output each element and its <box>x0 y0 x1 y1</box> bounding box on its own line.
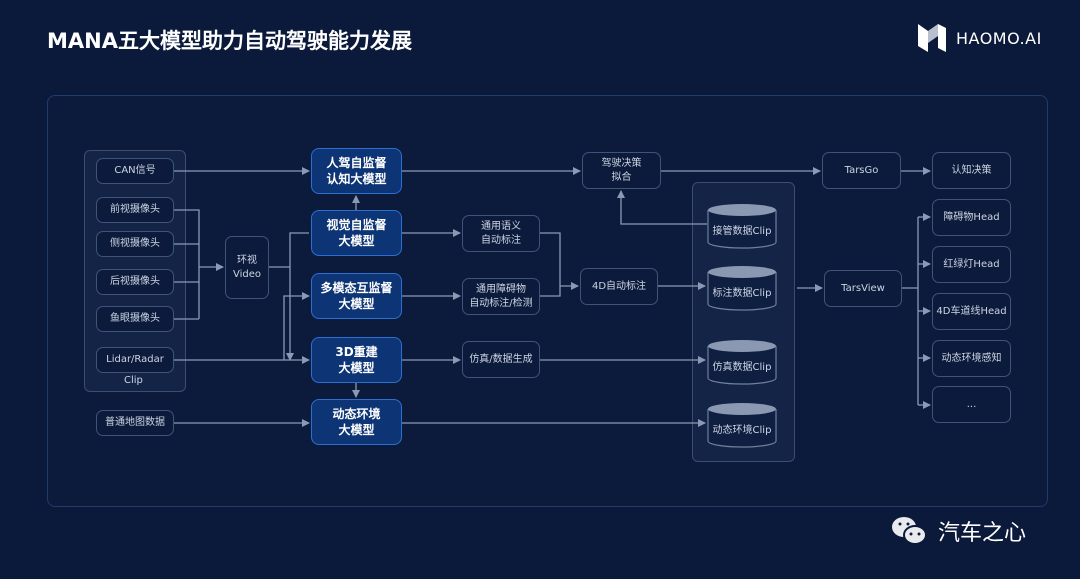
head-traffic-light: 红绿灯Head <box>932 246 1011 283</box>
decision-fit-node: 驾驶决策 拟合 <box>582 152 661 189</box>
edge-takeover-to-fit <box>617 190 707 225</box>
lidar-radar-node: Lidar/Radar <box>96 347 174 373</box>
watermark-text: 汽车之心 <box>938 521 1027 546</box>
model-vision-self-supervised: 视觉自监督 大模型 <box>311 210 402 256</box>
model-multimodal-supervised: 多模态互监督 大模型 <box>311 273 402 319</box>
edge-tarsview-to-heads <box>902 217 919 405</box>
database-icon <box>707 340 777 385</box>
can-signal-node: CAN信号 <box>96 158 174 184</box>
model-human-driving-cognition: 人驾自监督 认知大模型 <box>311 148 402 194</box>
surround-video-node: 环视 Video <box>225 236 269 299</box>
watermark: 汽车之心 <box>890 515 1026 547</box>
page-title: MANA五大模型助力自动驾驶能力发展 <box>47 29 412 53</box>
semantic-autolabel-node: 通用语义 自动标注 <box>462 215 540 252</box>
database-icon <box>707 266 777 311</box>
fisheye-camera-node: 鱼眼摄像头 <box>96 306 174 332</box>
map-data-node: 普通地图数据 <box>96 410 174 436</box>
labeled-data-clip-db: 标注数据Clip <box>707 265 777 311</box>
brand-logo: HAOMO.AI <box>916 22 1042 54</box>
model-dynamic-environment: 动态环境 大模型 <box>311 399 402 445</box>
front-camera-node: 前视摄像头 <box>96 197 174 223</box>
clip-group-label: Clip <box>124 375 143 386</box>
auto-4d-label-node: 4D自动标注 <box>580 268 658 305</box>
sim-data-clip-db: 仿真数据Clip <box>707 339 777 385</box>
tarsview-node: TarsView <box>824 270 902 307</box>
edge-video-to-models <box>269 232 309 360</box>
dynamic-env-clip-db: 动态环境Clip <box>707 402 777 448</box>
takeover-data-clip-db: 接管数据Clip <box>707 203 777 249</box>
database-icon <box>707 204 777 249</box>
rear-camera-node: 后视摄像头 <box>96 269 174 295</box>
database-icon <box>707 403 777 448</box>
model-3d-reconstruction: 3D重建 大模型 <box>311 337 402 383</box>
head-dynamic-env: 动态环境感知 <box>932 340 1011 377</box>
tarsgo-node: TarsGo <box>822 152 901 189</box>
brand-name: HAOMO.AI <box>956 28 1042 48</box>
sim-data-gen-node: 仿真/数据生成 <box>462 341 540 378</box>
edge-lidar-to-multimodal <box>283 292 310 360</box>
cognition-decision-node: 认知决策 <box>932 152 1011 189</box>
haomo-m-logo-icon <box>918 24 946 52</box>
head-obstacle: 障碍物Head <box>932 199 1011 236</box>
wechat-icon <box>892 517 927 545</box>
obstacle-autolabel-node: 通用障碍物 自动标注/检测 <box>462 278 540 315</box>
head-4d-lane: 4D车道线Head <box>932 293 1011 330</box>
head-more: ... <box>932 386 1011 423</box>
edge-cameras-bus <box>174 209 200 320</box>
side-camera-node: 侧视摄像头 <box>96 231 174 257</box>
edge-labels-to-4d <box>540 232 578 297</box>
